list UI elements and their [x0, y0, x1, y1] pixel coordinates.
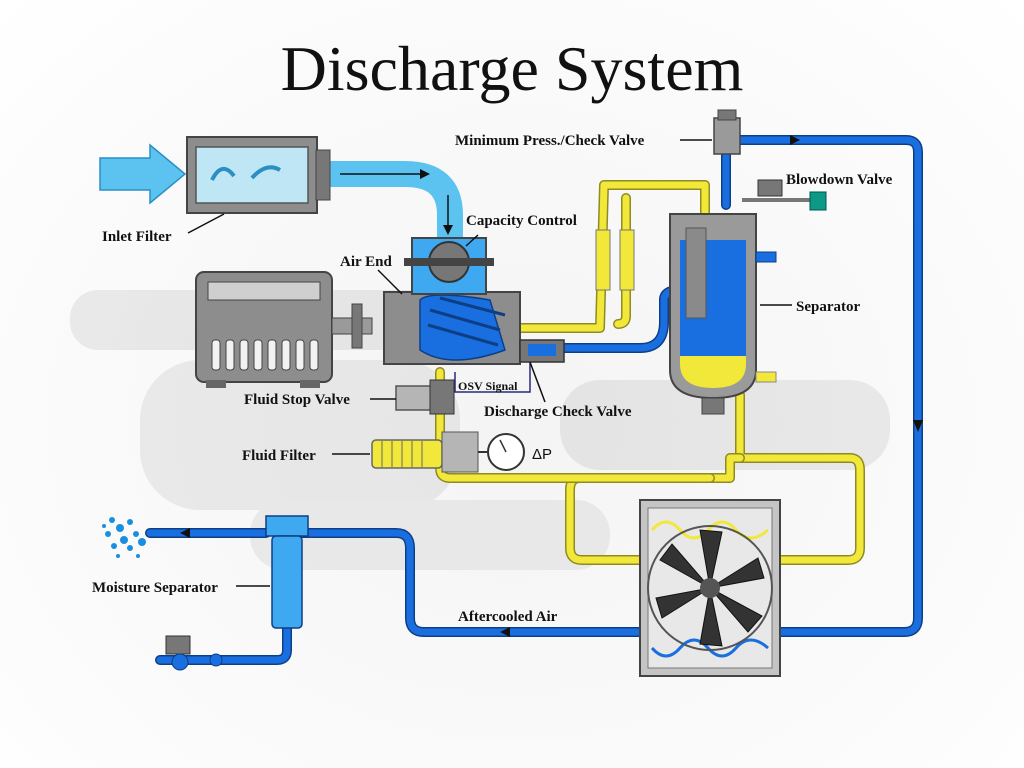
label-fluid-stop-valve: Fluid Stop Valve — [244, 392, 350, 408]
motor — [195, 271, 373, 388]
air-end — [383, 237, 565, 365]
diagram-title: Discharge System — [281, 33, 744, 104]
separator-tank — [669, 213, 777, 415]
label-capacity-control: Capacity Control — [466, 213, 577, 229]
osv-signal-line — [454, 360, 531, 393]
label-fluid-filter: Fluid Filter — [242, 448, 316, 464]
fluid-stop-valve — [395, 379, 455, 415]
minimum-pressure-valve — [713, 109, 741, 155]
label-inlet-filter: Inlet Filter — [102, 229, 172, 245]
fluid-filter — [371, 431, 525, 473]
label-aftercooled-air: Aftercooled Air — [458, 609, 558, 625]
moisture-separator-unit — [165, 515, 309, 671]
inlet-arrow-icon — [99, 143, 187, 205]
aftercooler — [639, 499, 781, 677]
inlet-filter — [186, 136, 331, 214]
fan-icon — [655, 529, 765, 647]
label-delta-p: ΔP — [532, 446, 552, 463]
inlet-air-flow — [99, 143, 463, 240]
fluid-piping — [435, 180, 865, 565]
label-moisture-separator: Moisture Separator — [92, 580, 218, 596]
air-piping — [145, 135, 923, 665]
sight-glass-pair — [595, 229, 635, 291]
background-compressor-ghost — [70, 290, 890, 570]
label-separator: Separator — [796, 299, 860, 315]
label-minimum-press-check-valve: Minimum Press./Check Valve — [455, 133, 645, 149]
curved-arrow-icon — [210, 167, 236, 181]
label-air-end: Air End — [340, 254, 392, 270]
label-osv-signal: OSV Signal — [458, 379, 518, 393]
curved-arrow-icon — [250, 165, 281, 180]
label-blowdown-valve: Blowdown Valve — [786, 172, 893, 188]
blowdown-valve — [742, 179, 827, 211]
air-discharge-droplets-icon — [102, 517, 146, 558]
inlet-duct — [320, 161, 463, 240]
label-discharge-check-valve: Discharge Check Valve — [484, 404, 632, 420]
